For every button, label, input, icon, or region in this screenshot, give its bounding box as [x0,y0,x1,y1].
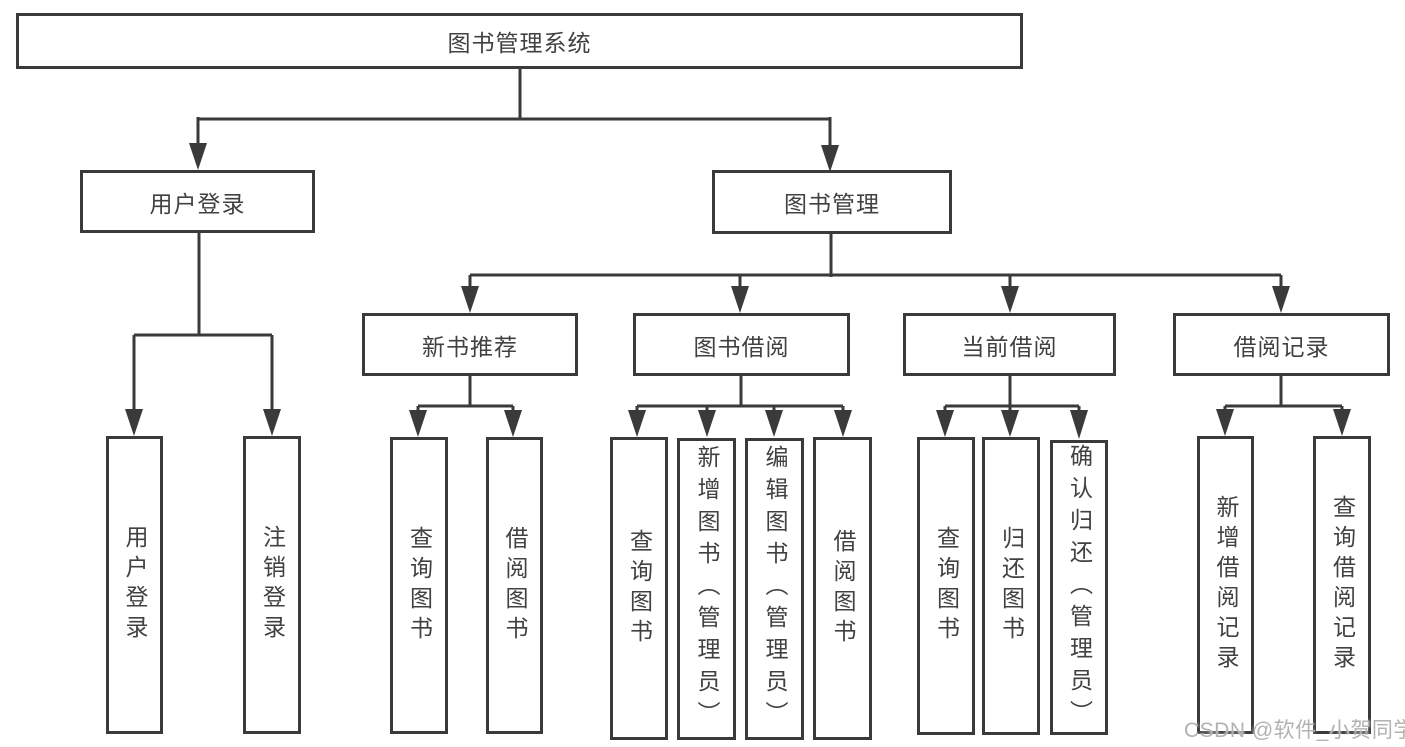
leaf-query-books-borrowing: 查询图书 [610,437,668,740]
node-library-management-system: 图书管理系统 [16,13,1023,69]
node-user-login: 用户登录 [80,170,315,233]
leaf-query-books-current: 查询图书 [917,437,975,735]
leaf-query-borrow-record: 查询借阅记录 [1313,436,1371,734]
leaf-add-books-admin: 新增图书（管理员） [677,438,736,740]
node-borrowing-records: 借阅记录 [1173,313,1390,376]
leaf-confirm-return-admin: 确认归还（管理员） [1050,440,1108,735]
leaf-logout: 注销登录 [243,436,301,734]
leaf-borrow-books: 借阅图书 [813,437,872,740]
arrowhead-icons [125,143,1351,439]
node-book-borrowing: 图书借阅 [633,313,850,376]
node-book-management: 图书管理 [712,170,952,234]
node-current-borrowing: 当前借阅 [903,313,1116,376]
leaf-add-borrow-record: 新增借阅记录 [1197,436,1254,734]
leaf-return-books: 归还图书 [982,437,1040,735]
leaf-borrow-books-recommendation: 借阅图书 [486,437,543,734]
node-new-book-recommendation: 新书推荐 [362,313,578,376]
leaf-user-login: 用户登录 [106,436,163,734]
leaf-edit-books-admin: 编辑图书（管理员） [745,438,804,740]
csdn-watermark: CSDN @软件_小贺同学 [1184,719,1405,742]
leaf-query-books-recommendation: 查询图书 [390,437,448,734]
